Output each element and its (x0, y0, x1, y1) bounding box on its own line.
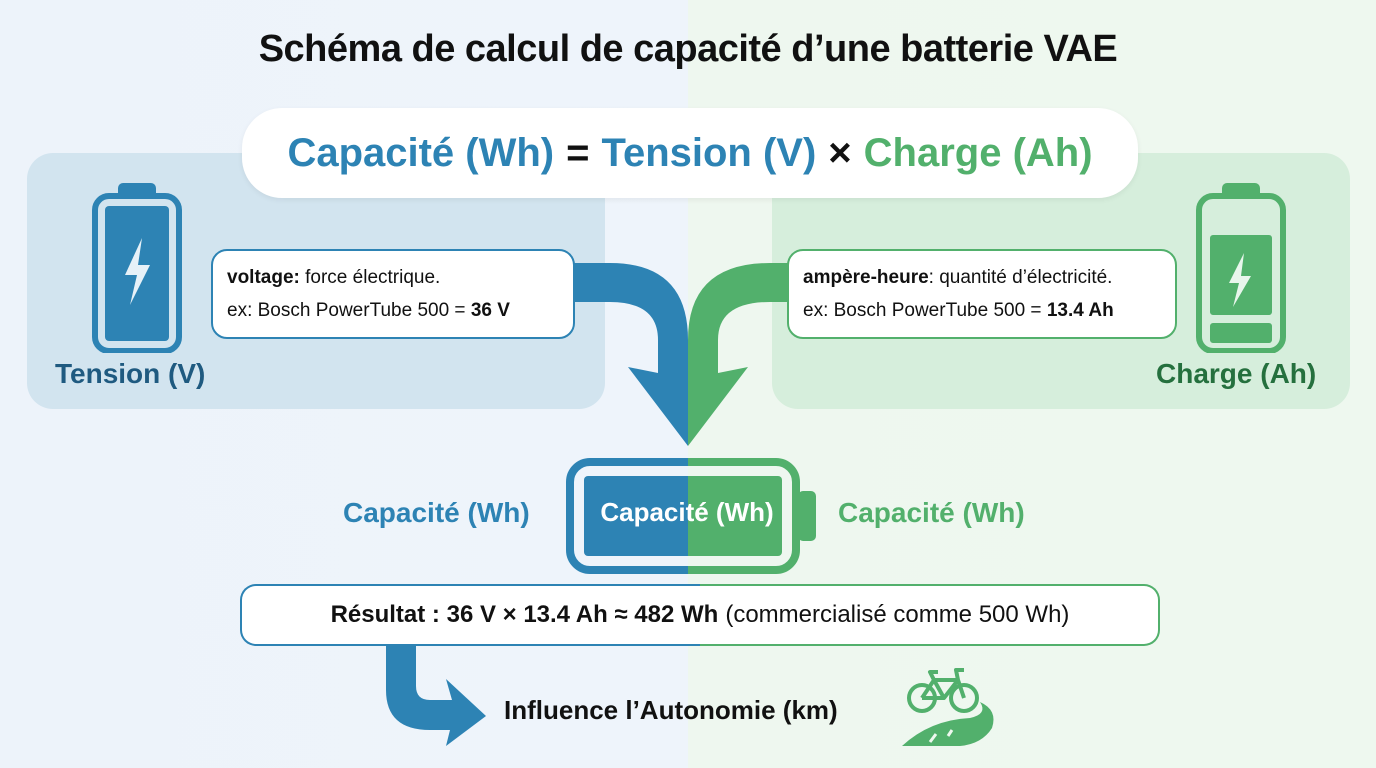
formula-equals: = (566, 130, 590, 175)
callout-example: ex: Bosch PowerTube 500 = (803, 300, 1047, 321)
curved-arrow-icon (386, 646, 486, 746)
charge-label: Charge (Ah) (1156, 358, 1317, 389)
formula-capacity: Capacité (Wh) (287, 130, 555, 175)
callout-example-value: 13.4 Ah (1046, 300, 1114, 321)
callout-term: ampère-heure (803, 267, 929, 288)
page-title: Schéma de calcul de capacité d’une batte… (258, 28, 1118, 70)
capacity-label-left: Capacité (Wh) (343, 497, 530, 528)
formula-charge: Charge (Ah) (863, 130, 1093, 175)
callout-definition: : quantité d’électricité. (928, 267, 1113, 288)
callout-term: voltage: (227, 267, 300, 288)
voltage-callout: voltage: force électrique. ex: Bosch Pow… (211, 249, 575, 339)
result-note: (commercialisé comme 500 Wh) (725, 601, 1070, 628)
tension-label: Tension (V) (55, 358, 206, 389)
callout-example: ex: Bosch PowerTube 500 = (227, 300, 471, 321)
result-formula: Résultat : 36 V × 13.4 Ah ≈ 482 Wh (330, 601, 719, 628)
capacity-label-center: Capacité (Wh) (600, 497, 774, 527)
formula-tension: Tension (V) (601, 130, 817, 175)
battery-charge-lightning-icon (1196, 183, 1286, 353)
callout-definition: force électrique. (299, 267, 441, 288)
formula-banner: Capacité (Wh) = Tension (V) × Charge (Ah… (242, 108, 1138, 198)
result-box: Résultat : 36 V × 13.4 Ah ≈ 482 Wh (comm… (242, 586, 1158, 644)
callout-example-value: 36 V (470, 300, 510, 321)
capacity-battery-icon (566, 458, 816, 574)
capacity-label-right: Capacité (Wh) (838, 497, 1025, 528)
autonomy-label: Influence l’Autonomie (km) (504, 695, 838, 725)
formula-times: × (828, 130, 852, 175)
ampere-hour-callout: ampère-heure: quantité d’électricité. ex… (787, 249, 1177, 339)
bicycle-road-icon (902, 668, 994, 746)
battery-full-lightning-icon (92, 183, 182, 353)
merging-arrows-icon (540, 263, 840, 446)
